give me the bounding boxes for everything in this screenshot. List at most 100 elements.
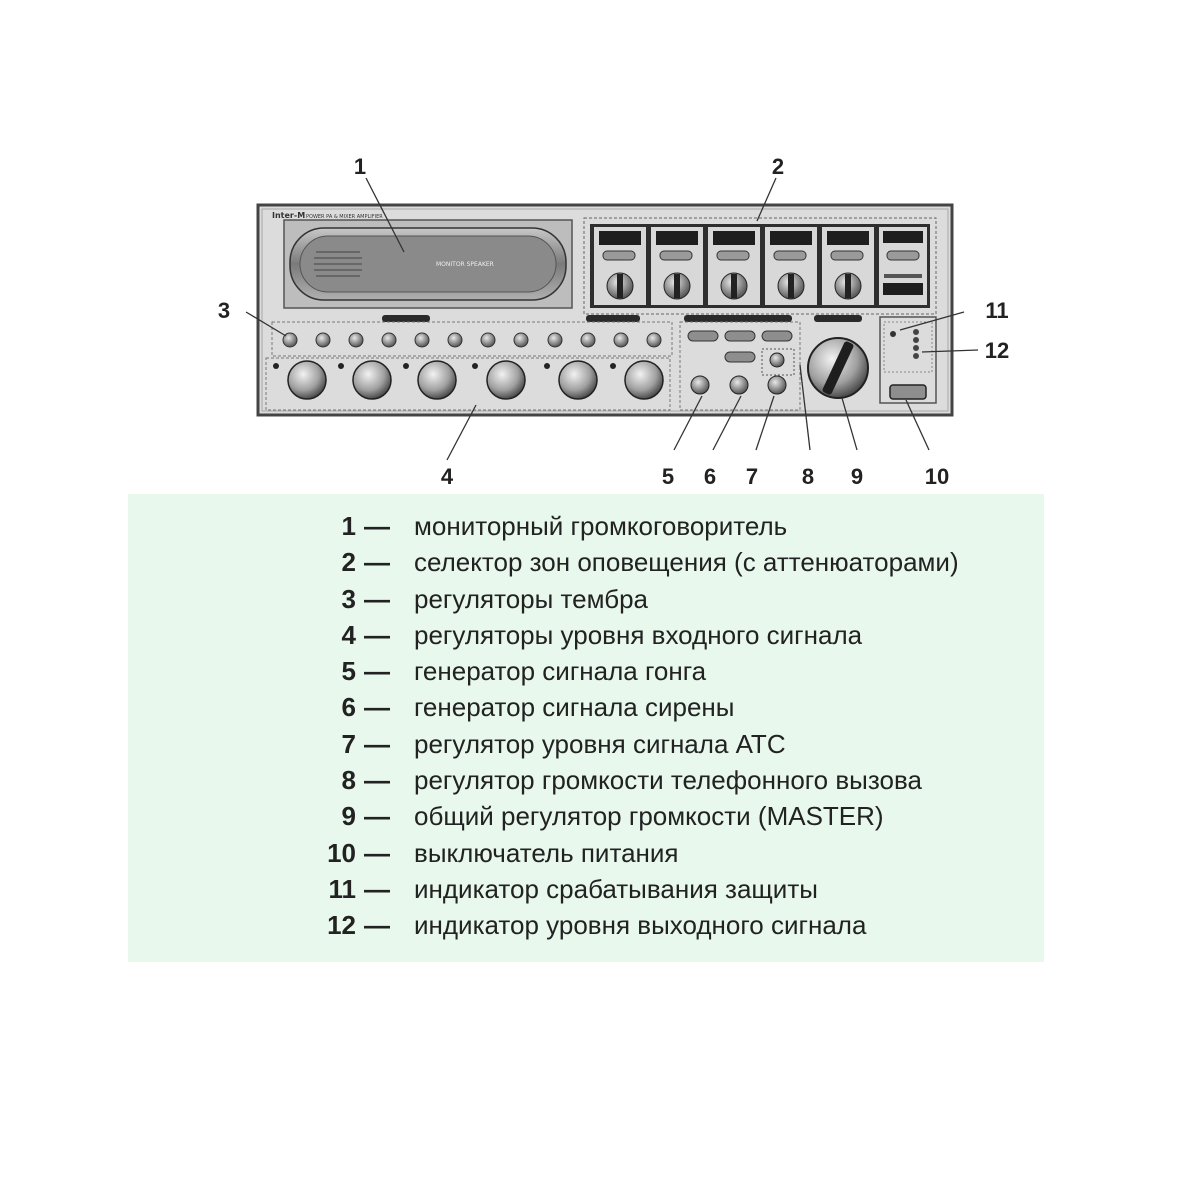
- legend-number: 10: [327, 837, 356, 868]
- legend-description: регулятор громкости телефонного вызова: [414, 765, 922, 796]
- callout-8: 8: [802, 464, 814, 489]
- legend-dash: —: [364, 801, 390, 832]
- legend-dash: —: [364, 692, 390, 723]
- legend-item: 12 — индикатор уровня выходного сигнала: [128, 907, 1044, 943]
- legend-number: 2: [341, 547, 356, 578]
- callout-12: 12: [985, 338, 1009, 363]
- all-call-button[interactable]: [886, 250, 920, 261]
- legend-description: регуляторы уровня входного сигнала: [414, 619, 863, 650]
- tone-knob[interactable]: [646, 332, 662, 348]
- callout-3: 3: [218, 298, 230, 323]
- legend-description: индикатор уровня выходного сигнала: [414, 910, 867, 941]
- output-level-indicator: [913, 329, 919, 359]
- legend-description: регулятор уровня сигнала АТС: [414, 728, 786, 759]
- chime-button[interactable]: [687, 330, 719, 342]
- legend-number: 1: [341, 511, 356, 541]
- zone-channel-1: [594, 227, 646, 305]
- legend-number: 7: [341, 728, 356, 759]
- tone-knob[interactable]: [613, 332, 629, 348]
- zone-select-button[interactable]: [773, 250, 807, 261]
- amplifier-front-panel-diagram: Inter-M POWER PA & MIXER AMPLIFIER MONIT…: [218, 154, 1009, 489]
- master-volume: [807, 315, 869, 399]
- input-level-knob[interactable]: [486, 360, 526, 400]
- tone-controls: [271, 315, 673, 357]
- legend-dash: —: [364, 619, 390, 650]
- input-level-knob[interactable]: [352, 360, 392, 400]
- zone-channel-5: [822, 227, 874, 305]
- signal-generator-section: [679, 315, 801, 411]
- zone-select-button[interactable]: [602, 250, 636, 261]
- legend-list: 1 — мониторный громкоговоритель 2 — селектор…: [128, 508, 1044, 944]
- callout-numbers: 1 2 3 4 5 6 7 8 9 10 11 12: [218, 154, 1009, 489]
- siren-knob[interactable]: [729, 375, 749, 395]
- monitor-speaker: MONITOR SPEAKER: [283, 219, 573, 309]
- input-level-controls: [265, 357, 671, 411]
- legend-panel: 1 — мониторный громкоговоритель 2 — селектор…: [128, 494, 1044, 962]
- legend-item: 4 — регуляторы уровня входного сигнала: [128, 617, 1044, 653]
- zone-channel-2: [651, 227, 703, 305]
- legend-number: 3: [341, 583, 356, 614]
- power-switch[interactable]: [889, 384, 927, 400]
- zone-select-button[interactable]: [659, 250, 693, 261]
- phone-button[interactable]: [761, 330, 793, 342]
- tone-knob[interactable]: [315, 332, 331, 348]
- legend-dash: —: [364, 728, 390, 759]
- input-level-knob[interactable]: [417, 360, 457, 400]
- callout-6: 6: [704, 464, 716, 489]
- protection-indicator: [890, 331, 896, 337]
- power-section: [879, 316, 937, 404]
- tone-knob[interactable]: [580, 332, 596, 348]
- speaker-grille: [314, 251, 362, 277]
- legend-dash: —: [364, 511, 390, 541]
- callout-7: 7: [746, 464, 758, 489]
- zone-select-button[interactable]: [830, 250, 864, 261]
- input-level-knob[interactable]: [287, 360, 327, 400]
- legend-item: 7 — регулятор уровня сигнала АТС: [128, 726, 1044, 762]
- tone-knob[interactable]: [447, 332, 463, 348]
- tone-knob[interactable]: [348, 332, 364, 348]
- siren-select-button[interactable]: [724, 351, 756, 363]
- input-level-knob[interactable]: [624, 360, 664, 400]
- legend-item: 8—регулятор громкости телефонного вызова: [128, 762, 1044, 798]
- speaker-label: MONITOR SPEAKER: [436, 261, 494, 268]
- tone-knob[interactable]: [282, 332, 298, 348]
- atc-level-knob[interactable]: [767, 375, 787, 395]
- zone-select-button[interactable]: [716, 250, 750, 261]
- legend-item: 5—генератор сигнала гонга: [128, 653, 1044, 689]
- callout-5: 5: [662, 464, 674, 489]
- phone-volume-knob[interactable]: [769, 352, 785, 368]
- legend-description: селектор зон оповещения (с аттенюаторами…: [414, 547, 959, 578]
- tone-knob[interactable]: [547, 332, 563, 348]
- brand-logo: Inter-M: [272, 211, 305, 220]
- legend-description: общий регулятор громкости (MASTER): [414, 801, 884, 832]
- callout-9: 9: [851, 464, 863, 489]
- chime-knob[interactable]: [690, 375, 710, 395]
- legend-dash: —: [364, 656, 390, 687]
- zone-selector: [583, 217, 937, 315]
- legend-number: 9: [341, 801, 356, 832]
- legend-number: 8: [341, 765, 356, 796]
- input-level-knob[interactable]: [558, 360, 598, 400]
- legend-dash: —: [364, 910, 390, 941]
- siren-button[interactable]: [724, 330, 756, 342]
- legend-number: 11: [328, 873, 357, 904]
- legend-description: генератор сигнала гонга: [414, 656, 707, 687]
- tone-knob[interactable]: [381, 332, 397, 348]
- callout-1: 1: [354, 154, 366, 179]
- legend-dash: —: [364, 837, 390, 868]
- callout-11: 11: [985, 298, 1008, 323]
- callout-10: 10: [925, 464, 949, 489]
- legend-item: 11— индикатор срабатывания защиты: [128, 871, 1044, 907]
- legend-number: 4: [341, 619, 356, 650]
- tone-knob[interactable]: [480, 332, 496, 348]
- legend-description: индикатор срабатывания защиты: [414, 873, 818, 904]
- model-label: POWER PA & MIXER AMPLIFIER: [306, 214, 383, 220]
- legend-item: 6—генератор сигнала сирены: [128, 689, 1044, 725]
- legend-number: 12: [327, 910, 356, 941]
- tone-knob[interactable]: [414, 332, 430, 348]
- tone-knob[interactable]: [513, 332, 529, 348]
- legend-description: мониторный громкоговоритель: [414, 511, 788, 541]
- legend-dash: —: [364, 873, 390, 904]
- legend-description: генератор сигнала сирены: [414, 692, 735, 723]
- legend-dash: —: [364, 583, 390, 614]
